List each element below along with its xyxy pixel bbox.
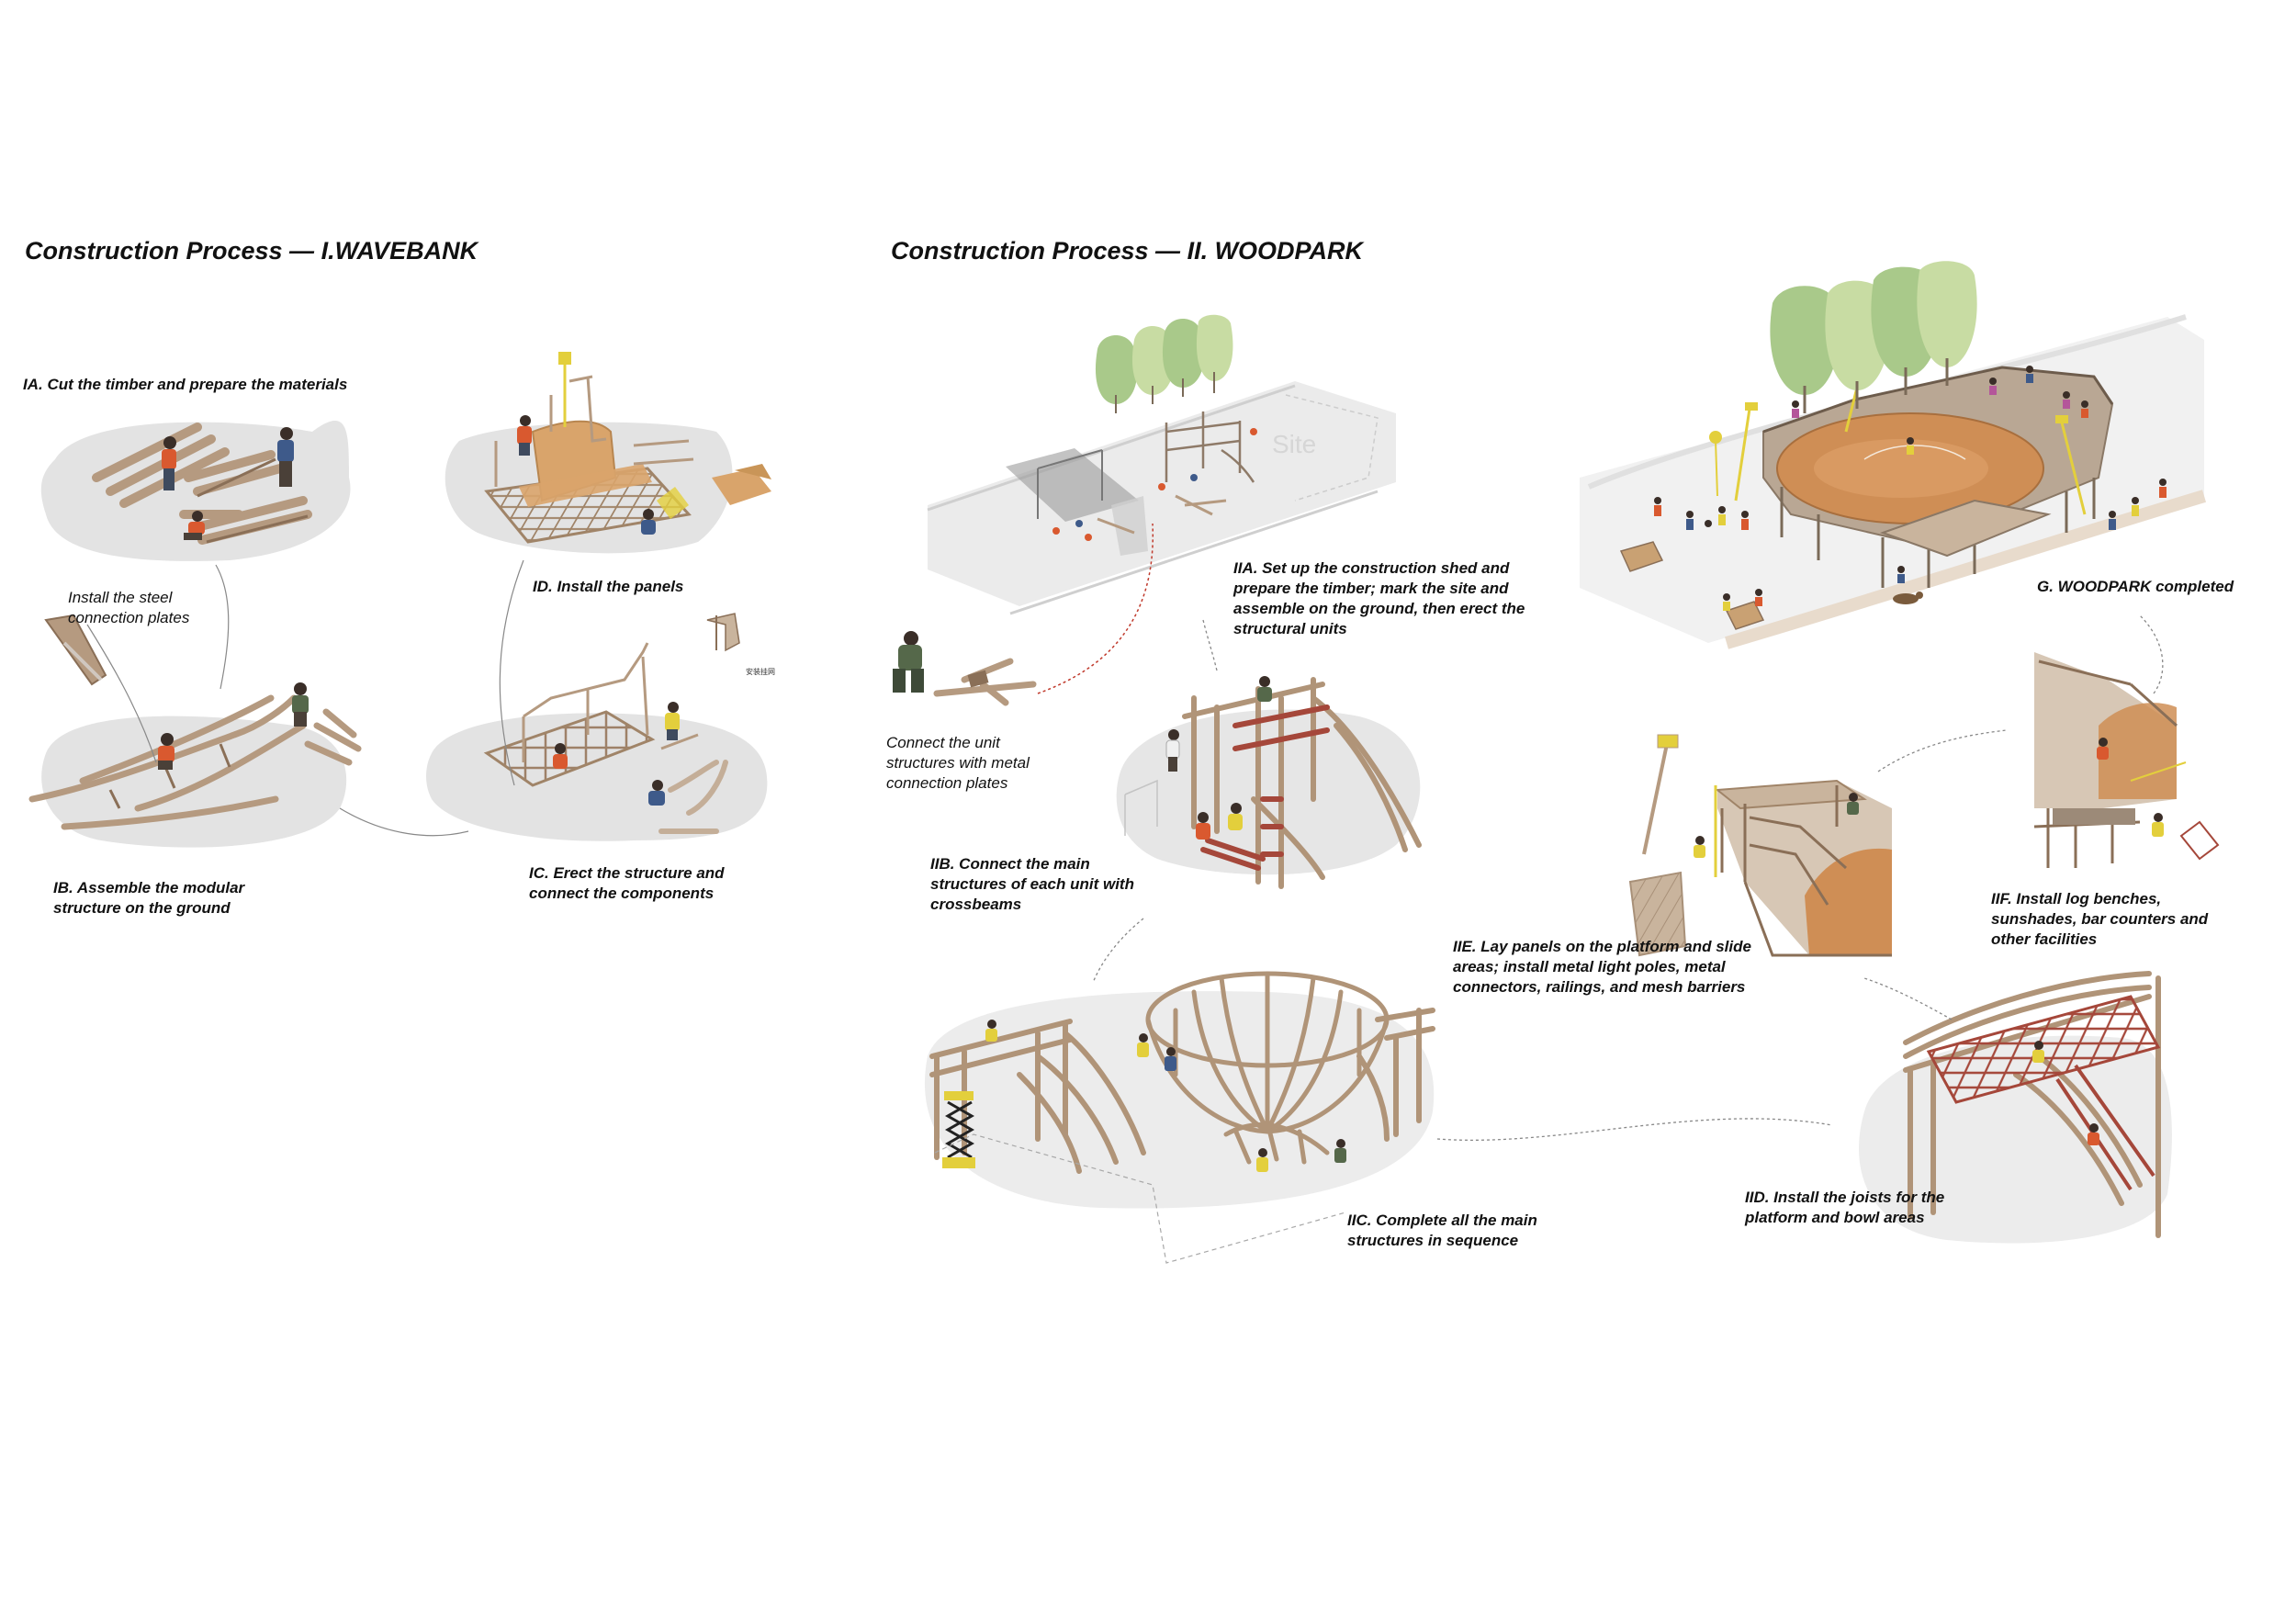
worker-figure-icon [553,743,568,769]
worker-figure-icon [277,427,294,487]
step-ic-label: IC. Erect the structure and connect the … [529,864,725,902]
tree-icon [1770,286,1840,413]
step-iic-label: IIC. Complete all the main structures in… [1347,1212,1537,1249]
step-iid-label: IID. Install the joists for the platform… [1745,1189,1945,1226]
worker-figure-icon [1228,803,1243,830]
step-iia-illustration [927,314,1396,615]
step-ia-illustration [40,421,351,561]
worker-figure-icon [2088,1123,2099,1145]
detail-tag: 安装挂网 [746,668,775,676]
worker-figure-icon [1165,729,1180,772]
worker-figure-icon [1257,676,1272,702]
step-iic-illustration [924,971,1435,1264]
step-iif-illustration [2033,652,2220,868]
tree-icon [1095,335,1138,413]
sunshade-icon [2179,820,2220,861]
worker-figure-icon [2097,738,2109,760]
step-ib-illustration [28,694,362,848]
worker-figure-icon [641,509,656,535]
worker-figure-icon [517,415,532,456]
tree-icon [1196,314,1233,393]
site-label: Site [1272,430,1317,458]
light-pole-icon [1709,431,1722,497]
step-ic-illustration [426,613,768,841]
worker-figure-icon [2032,1041,2044,1063]
step-ia-label: IA. Cut the timber and prepare the mater… [23,376,348,393]
worker-figure-icon [985,1020,997,1042]
step-id-illustration [445,352,771,554]
worker-figure-icon [1196,812,1210,840]
worker-figure-icon [1165,1047,1176,1071]
worker-figure-icon [665,702,680,740]
worker-figure-icon [292,682,309,727]
worker-figure-icon [1694,836,1705,858]
worker-figure-icon [1137,1033,1149,1057]
worker-figure-icon [893,631,924,693]
connect-plates-label: Connect the unit structures with metal c… [886,734,1030,792]
step-id-label: ID. Install the panels [533,578,684,595]
connection-plate-detail [933,658,1037,706]
steel-plate-label: Install the steel connection plates [68,589,190,626]
step-iia-label: IIA. Set up the construction shed and pr… [1233,559,1525,637]
dog-icon [1893,592,1923,604]
step-g-illustration [1580,261,2207,649]
worker-figure-icon [1847,793,1859,815]
woodpark-title: Construction Process — II. WOODPARK [891,237,1364,265]
worker-figure-icon [162,436,176,490]
tree-icon [1917,261,1977,386]
worker-figure-icon [1334,1139,1346,1163]
light-pole-icon [1734,402,1758,502]
worker-figure-icon [648,780,665,806]
steel-plate-detail [44,614,107,686]
step-iif-label: IIF. Install log benches, sunshades, bar… [1991,890,2209,948]
worker-figure-icon [1256,1148,1268,1172]
step-iie-illustration [1628,734,1892,957]
wavebank-flow-arrows [86,559,524,837]
visitors-group [1654,366,2167,611]
worker-figure-icon [158,733,174,770]
worker-figure-icon [184,511,205,540]
step-iib-label: IIB. Connect the main structures of each… [930,855,1134,913]
connection-arrow [1037,523,1154,694]
step-ib-label: IB. Assemble the modular structure on th… [53,879,245,917]
scissor-lift-icon [942,1091,975,1168]
light-pole-icon [2055,415,2087,515]
step-g-label: G. WOODPARK completed [2037,578,2234,595]
step-iib-illustration [1116,677,1422,889]
worker-figure-icon [2152,813,2164,837]
wavebank-title: Construction Process — I.WAVEBANK [25,237,478,265]
woodpark-flow-arrows [1092,614,2164,1141]
step-iid-illustration [1859,971,2172,1244]
tree-icon [1162,319,1205,397]
step-iie-label: IIE. Lay panels on the platform and slid… [1453,938,1751,996]
